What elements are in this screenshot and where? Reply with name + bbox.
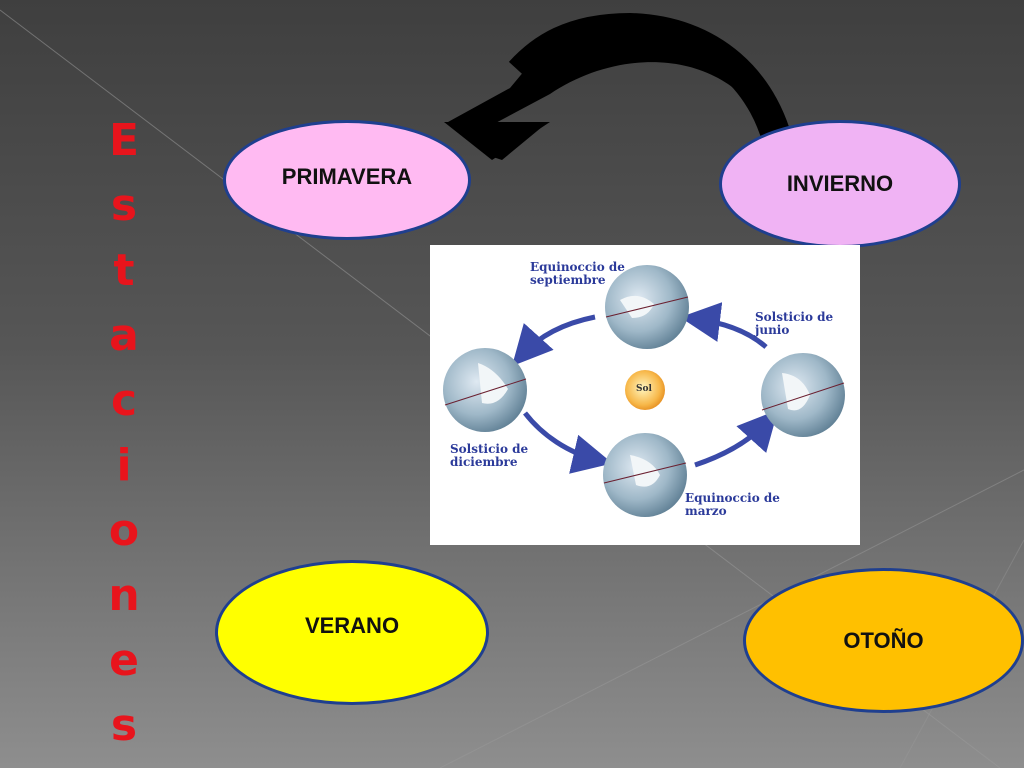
orbit-arrow-icon [523,411,613,474]
invierno-bubble: INVIERNO [719,120,961,248]
orbit-arrow-icon [694,409,779,468]
june-solstice-label: Solsticio de junio [755,311,833,337]
earth-orbit-diagram: Sol Equinoccio de septiembre Solsticio d… [430,245,860,545]
june-solstice-line2: junio [755,323,790,337]
title-letter: s [110,700,138,751]
vertical-title: E s t a c i o n e s [96,108,152,758]
title-letter: e [109,635,139,686]
otono-label: OTOÑO [843,627,924,653]
verano-bubble: VERANO [215,560,489,705]
verano-label: VERANO [304,612,400,638]
september-equinox-line2: septiembre [530,273,606,287]
december-solstice-label: Solsticio de diciembre [450,443,528,469]
title-letter: o [108,505,140,556]
orbit-arrow-icon [680,302,768,349]
globe-icon [603,433,687,517]
primavera-label: PRIMAVERA [281,164,413,189]
september-equinox-line1: Equinoccio de [530,260,625,274]
title-letter: E [108,115,140,166]
otono-bubble: OTOÑO [743,568,1024,713]
sun-icon [625,370,665,410]
title-letter: t [113,245,135,296]
globe-icon [443,348,527,432]
primavera-bubble: PRIMAVERA [223,120,471,240]
globe-icon [605,265,689,349]
orbit-graphic [443,265,845,517]
march-equinox-line2: marzo [685,504,727,518]
globe-icon [761,353,845,437]
september-equinox-label: Equinoccio de septiembre [530,261,625,287]
march-equinox-label: Equinoccio de marzo [685,492,780,518]
december-solstice-line2: diciembre [450,455,518,469]
sun-label: Sol [636,384,652,394]
title-letter: s [110,180,138,231]
march-equinox-line1: Equinoccio de [685,491,780,505]
june-solstice-line1: Solsticio de [755,310,834,324]
december-solstice-line1: Solsticio de [450,442,529,456]
invierno-label: INVIERNO [786,171,894,196]
title-letter: n [108,570,140,621]
title-letter: i [116,440,132,491]
cycle-arrow-icon [444,12,797,163]
title-letter: a [109,310,139,361]
orbit-arrow-icon [511,314,596,367]
title-letter: c [110,375,138,426]
